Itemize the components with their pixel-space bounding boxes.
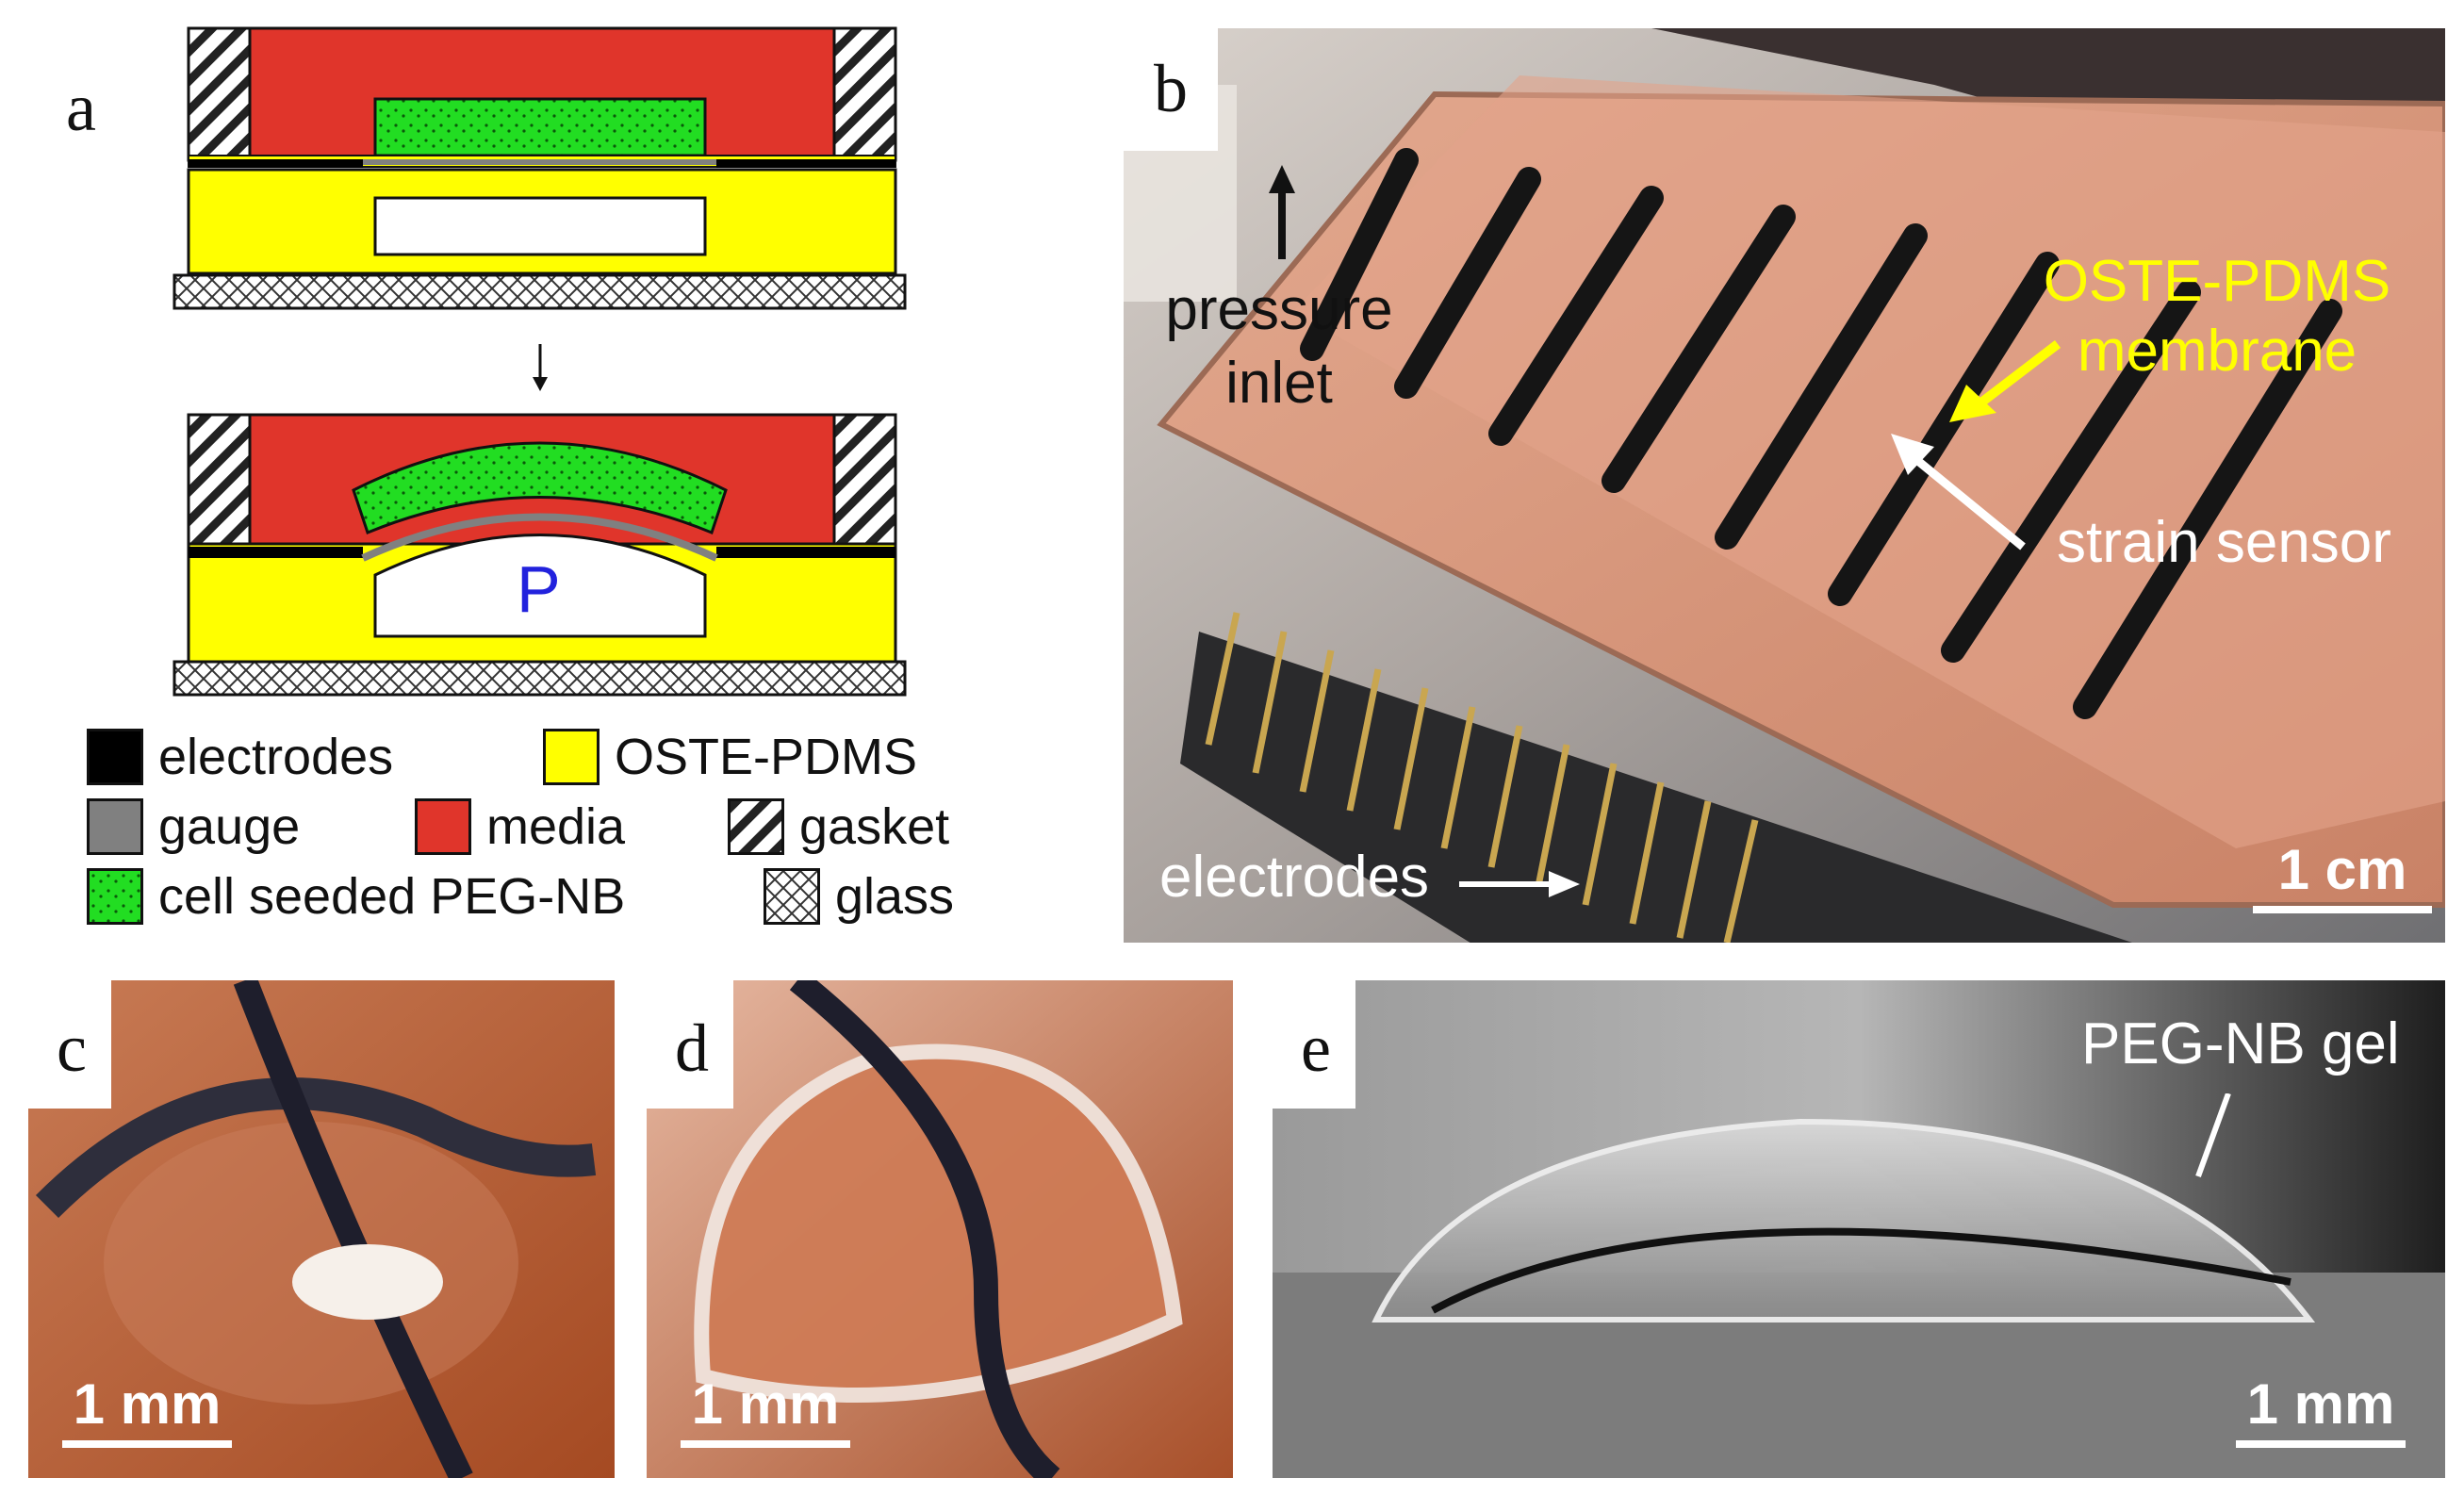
scale-bar-b: 1 cm xyxy=(2253,837,2432,913)
pressure-label: P xyxy=(517,552,561,626)
panel-label-d: d xyxy=(647,980,733,1109)
legend-gauge: gauge xyxy=(87,797,300,856)
legend-gasket: gasket xyxy=(728,797,949,856)
photo-c-illustration xyxy=(28,980,615,1478)
legend-label: glass xyxy=(835,868,955,925)
panel-label-e: e xyxy=(1273,980,1355,1109)
strain-sensor-arrow xyxy=(1891,434,2026,550)
panel-label-b: b xyxy=(1124,28,1218,151)
strain-sensor-label: strain sensor xyxy=(2057,510,2391,575)
legend-swatch-gasket xyxy=(728,798,784,855)
legend-swatch-oste xyxy=(543,729,600,785)
panel-label-c: c xyxy=(28,980,111,1109)
gel-label: PEG-NB gel xyxy=(2081,1011,2400,1076)
membrane-arrow xyxy=(1949,340,2062,422)
legend-label: cell seeded PEG-NB xyxy=(158,868,626,925)
scale-label-c: 1 mm xyxy=(73,1372,222,1436)
photo-c xyxy=(28,980,615,1478)
gel-pointer xyxy=(2195,1093,2231,1178)
legend-electrodes: electrodes xyxy=(87,728,393,786)
photo-d-illustration xyxy=(647,980,1233,1478)
scale-bar-c: 1 mm xyxy=(62,1372,232,1448)
schematic-inflated-state xyxy=(172,413,907,697)
scale-label-d: 1 mm xyxy=(691,1372,840,1436)
photo-e-illustration xyxy=(1273,980,2445,1478)
legend-glass: glass xyxy=(764,867,954,926)
photo-device xyxy=(1124,28,2445,943)
electrodes-label: electrodes xyxy=(1159,845,1430,910)
legend-swatch-gauge xyxy=(87,798,143,855)
legend-label: gasket xyxy=(799,798,950,855)
legend-oste: OSTE-PDMS xyxy=(543,728,917,786)
device-illustration xyxy=(1124,28,2445,943)
electrodes-arrow xyxy=(1459,871,1580,897)
legend-swatch-glass xyxy=(764,868,820,925)
legend-label: gauge xyxy=(158,798,301,855)
schematic-flat-state xyxy=(172,26,907,310)
scale-label-b: 1 cm xyxy=(2277,838,2407,901)
scale-label-e: 1 mm xyxy=(2246,1372,2395,1436)
schematic-diagram xyxy=(172,26,907,697)
pressure-inlet-arrow xyxy=(1263,165,1301,259)
legend-media: media xyxy=(415,797,625,856)
pressure-inlet-label: pressure inlet xyxy=(1165,277,1393,416)
legend-label: media xyxy=(486,798,626,855)
legend-label: OSTE-PDMS xyxy=(615,729,918,785)
legend-swatch-peg xyxy=(87,868,143,925)
membrane-label: OSTE-PDMS membrane xyxy=(2043,249,2391,384)
legend-swatch-media xyxy=(415,798,471,855)
scale-bar-e: 1 mm xyxy=(2236,1372,2406,1448)
photo-e xyxy=(1273,980,2445,1478)
scale-bar-d: 1 mm xyxy=(681,1372,850,1448)
legend-label: electrodes xyxy=(158,729,394,785)
panel-label-a: a xyxy=(66,70,96,145)
legend-swatch-electrodes xyxy=(87,729,143,785)
legend-peg: cell seeded PEG-NB xyxy=(87,867,625,926)
photo-d xyxy=(647,980,1233,1478)
